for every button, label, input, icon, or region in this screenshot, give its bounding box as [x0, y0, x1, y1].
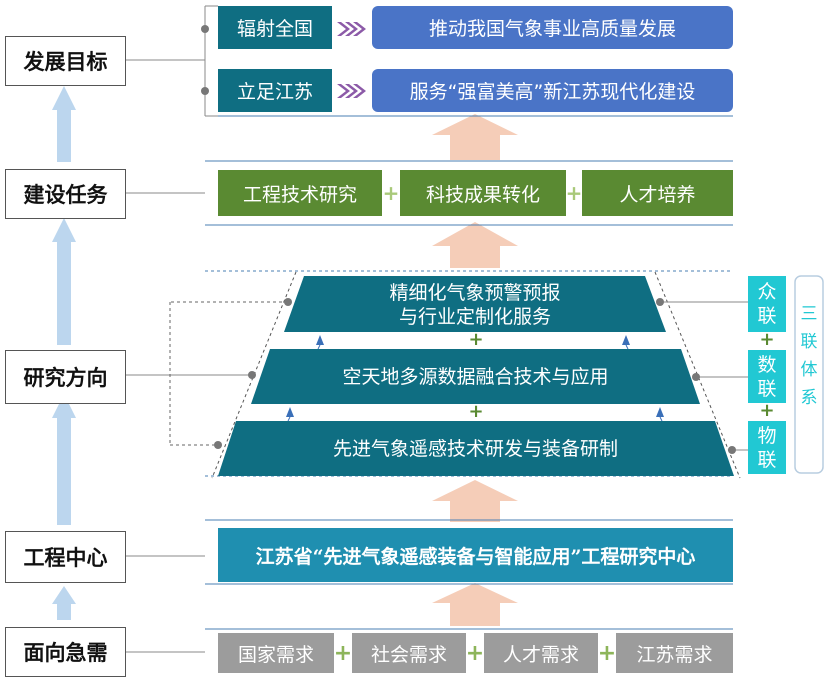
label-urgent-needs: 面向急需	[5, 627, 126, 677]
three-link-system-label: 三联体系	[800, 304, 818, 408]
label-development-goal: 发展目标	[5, 36, 126, 86]
plus-sign: +	[597, 640, 617, 666]
plus-sign: +	[759, 400, 775, 421]
link-crowd-label: 众联	[757, 281, 777, 327]
plus-sign: +	[565, 181, 583, 205]
goal-based-jiangsu: 立足江苏	[218, 69, 332, 112]
direction-trapezoid-middle	[251, 349, 700, 404]
link-things-box: 物联	[748, 421, 786, 474]
direction-trapezoid-bottom	[218, 421, 734, 476]
center-up-arrow	[432, 114, 518, 160]
direction-top-line2: 与行业定制化服务	[398, 306, 551, 328]
direction-top-line1: 精细化气象预警预报	[389, 282, 561, 304]
link-crowd-box: 众联	[748, 276, 786, 332]
direction-bottom-label: 先进气象遥感技术研发与装备研制	[332, 438, 618, 460]
task-talent-training: 人才培养	[582, 170, 733, 216]
goal-serve-jiangsu: 服务“强富美高”新江苏现代化建设	[372, 69, 733, 112]
plus-sign: +	[468, 329, 484, 350]
goal-radiate-nation: 辐射全国	[218, 6, 332, 49]
engineering-center-banner: 江苏省“先进气象遥感装备与智能应用”工程研究中心	[218, 528, 733, 582]
plus-sign: +	[468, 401, 484, 422]
plus-sign: +	[759, 329, 775, 350]
left-up-arrow	[52, 394, 76, 525]
link-things-label: 物联	[757, 424, 777, 471]
left-up-arrow	[52, 218, 76, 345]
task-engineering-research: 工程技术研究	[218, 170, 382, 216]
left-up-arrow	[52, 586, 76, 620]
task-achievement-transfer: 科技成果转化	[400, 170, 566, 216]
center-up-arrow	[432, 480, 518, 522]
link-data-label: 数联	[757, 353, 777, 400]
label-construction-task: 建设任务	[5, 169, 126, 219]
need-national: 国家需求	[218, 633, 334, 673]
need-social: 社会需求	[352, 633, 466, 673]
direction-middle-label: 空天地多源数据融合技术与应用	[342, 366, 609, 388]
need-jiangsu: 江苏需求	[616, 633, 733, 673]
plus-sign: +	[465, 640, 485, 666]
label-engineering-center: 工程中心	[5, 531, 126, 583]
label-research-direction: 研究方向	[5, 350, 126, 404]
goal-promote-development: 推动我国气象事业高质量发展	[372, 6, 733, 49]
center-up-arrow	[432, 222, 518, 268]
plus-sign: +	[382, 181, 400, 205]
center-up-arrow	[432, 583, 518, 626]
left-up-arrow	[52, 86, 76, 162]
plus-sign: +	[333, 640, 353, 666]
direction-trapezoid-top	[284, 276, 666, 332]
need-talent: 人才需求	[484, 633, 598, 673]
direction-top-label: 精细化气象预警预报 与行业定制化服务	[300, 280, 650, 330]
link-data-box: 数联	[748, 350, 786, 403]
